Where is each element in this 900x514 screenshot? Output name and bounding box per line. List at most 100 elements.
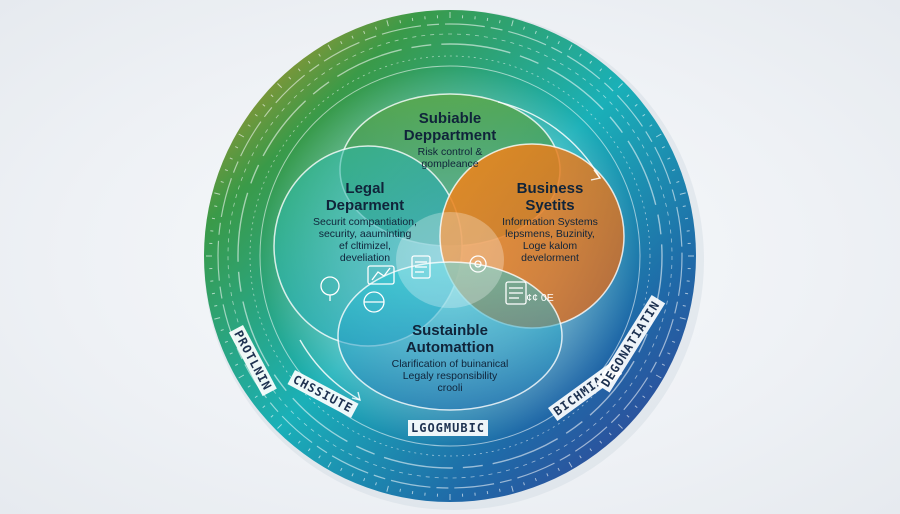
gear-icon	[469, 255, 487, 273]
rim-tick	[288, 76, 292, 80]
rim-tick	[498, 488, 501, 492]
right-body-line4: develorment	[521, 252, 579, 264]
rim-tick	[498, 20, 501, 24]
rim-tick	[649, 124, 653, 127]
rim-tick	[534, 30, 537, 34]
rim-tick	[254, 113, 258, 117]
rim-tick	[214, 205, 218, 208]
rim-tick	[277, 423, 283, 429]
left-body-line3: ef cltimizel,	[339, 240, 391, 252]
rim-tick	[634, 103, 638, 107]
rim-ticks	[206, 12, 694, 500]
rim-tick	[307, 448, 311, 452]
rim-tick	[608, 76, 612, 80]
report-icon	[505, 281, 527, 305]
rim-tick	[655, 374, 662, 379]
decorative-rings	[217, 23, 683, 489]
rim-tick	[511, 20, 514, 27]
rim-tick	[327, 461, 332, 468]
rim-tick	[626, 94, 630, 98]
rim-tick	[247, 124, 251, 127]
rim-tick	[511, 485, 514, 492]
rim-tick	[307, 60, 311, 64]
rim-tick	[270, 94, 274, 98]
rim-arrows	[299, 101, 602, 401]
left-body-line1: Securit compantiation,	[313, 216, 417, 228]
rim-tick	[642, 113, 646, 117]
rim-tick	[214, 304, 218, 307]
right-title-line2: Syetits	[525, 197, 575, 214]
rim-tick	[238, 133, 245, 138]
bottom-title-line2: Automattion	[405, 339, 495, 356]
rim-tick	[617, 423, 623, 429]
rim-tick	[523, 482, 525, 486]
rim-tick	[238, 374, 245, 379]
rim-tick	[270, 414, 274, 418]
left-title-line1: Legal	[345, 180, 385, 197]
rim-tick	[386, 20, 389, 27]
rim-tick	[667, 352, 671, 355]
rim-tick	[599, 440, 603, 444]
rim-tick	[399, 488, 402, 492]
rim-tick	[386, 485, 389, 492]
rim-tick	[682, 304, 686, 307]
rim-tick	[351, 473, 354, 477]
rim-tick	[318, 53, 321, 57]
right-title-line1: Business	[516, 180, 584, 197]
rim-tick	[682, 205, 686, 208]
rim-tick	[589, 60, 593, 64]
rim-tick	[229, 352, 233, 355]
rim-tick	[262, 103, 266, 107]
rim-tick	[679, 317, 686, 320]
rim-tick	[534, 478, 537, 482]
bottom-lobe-title: Sustainble Automattion	[385, 322, 515, 356]
overlap-icons	[320, 255, 527, 313]
bottom-title-line1: Sustainble	[412, 322, 488, 339]
rim-tick	[523, 26, 525, 30]
rim-tick	[224, 169, 228, 172]
top-body-line2: gompleance	[421, 158, 479, 170]
rim-tick	[617, 83, 623, 89]
rim-tick	[235, 363, 239, 366]
top-lobe-body: Risk control & gompleance	[390, 146, 510, 170]
rim-tick	[235, 146, 239, 149]
rim-tick	[642, 395, 646, 399]
rim-tick	[254, 395, 258, 399]
rim-tick	[661, 363, 665, 366]
rim-tick	[220, 329, 224, 331]
left-lobe-body: Securit compantiation, security, aaumint…	[300, 216, 430, 264]
rim-tick	[634, 405, 638, 409]
bottom-body-line3: crooli	[437, 382, 463, 394]
rim-tick	[557, 467, 560, 471]
rim-tick	[557, 41, 560, 45]
top-title-line1: Subiable	[418, 110, 482, 127]
rim-tick	[546, 35, 549, 39]
rim-tick	[399, 20, 402, 24]
center-overlap	[396, 212, 504, 308]
rim-tick	[568, 44, 573, 51]
rim-tick	[288, 432, 292, 436]
right-body-line2: lepsmens, Buzinity,	[505, 228, 595, 240]
left-body-line2: security, aauminting	[318, 228, 412, 240]
rim-tick	[672, 340, 676, 343]
rim-tick	[220, 181, 224, 183]
rim-tick	[340, 467, 343, 471]
right-lobe-body: Information Systems lepsmens, Buzinity, …	[485, 216, 615, 264]
rim-tick	[626, 414, 630, 418]
rim-tick	[351, 35, 354, 39]
rim-tick	[318, 455, 321, 459]
bottom-body-line2: Legaly responsibility	[402, 370, 498, 382]
rim-tick	[649, 385, 653, 388]
rim-tick	[327, 44, 332, 51]
rim-tick	[363, 478, 366, 482]
bottom-body-line1: Clarification of buinanical	[391, 358, 509, 370]
rim-tick	[679, 192, 686, 195]
left-body-line4: develiation	[339, 252, 391, 264]
rim-tick	[599, 68, 603, 72]
rim-tick	[661, 146, 665, 149]
rim-tick	[676, 329, 680, 331]
rim-tick	[672, 169, 676, 172]
rim-tick	[375, 26, 377, 30]
